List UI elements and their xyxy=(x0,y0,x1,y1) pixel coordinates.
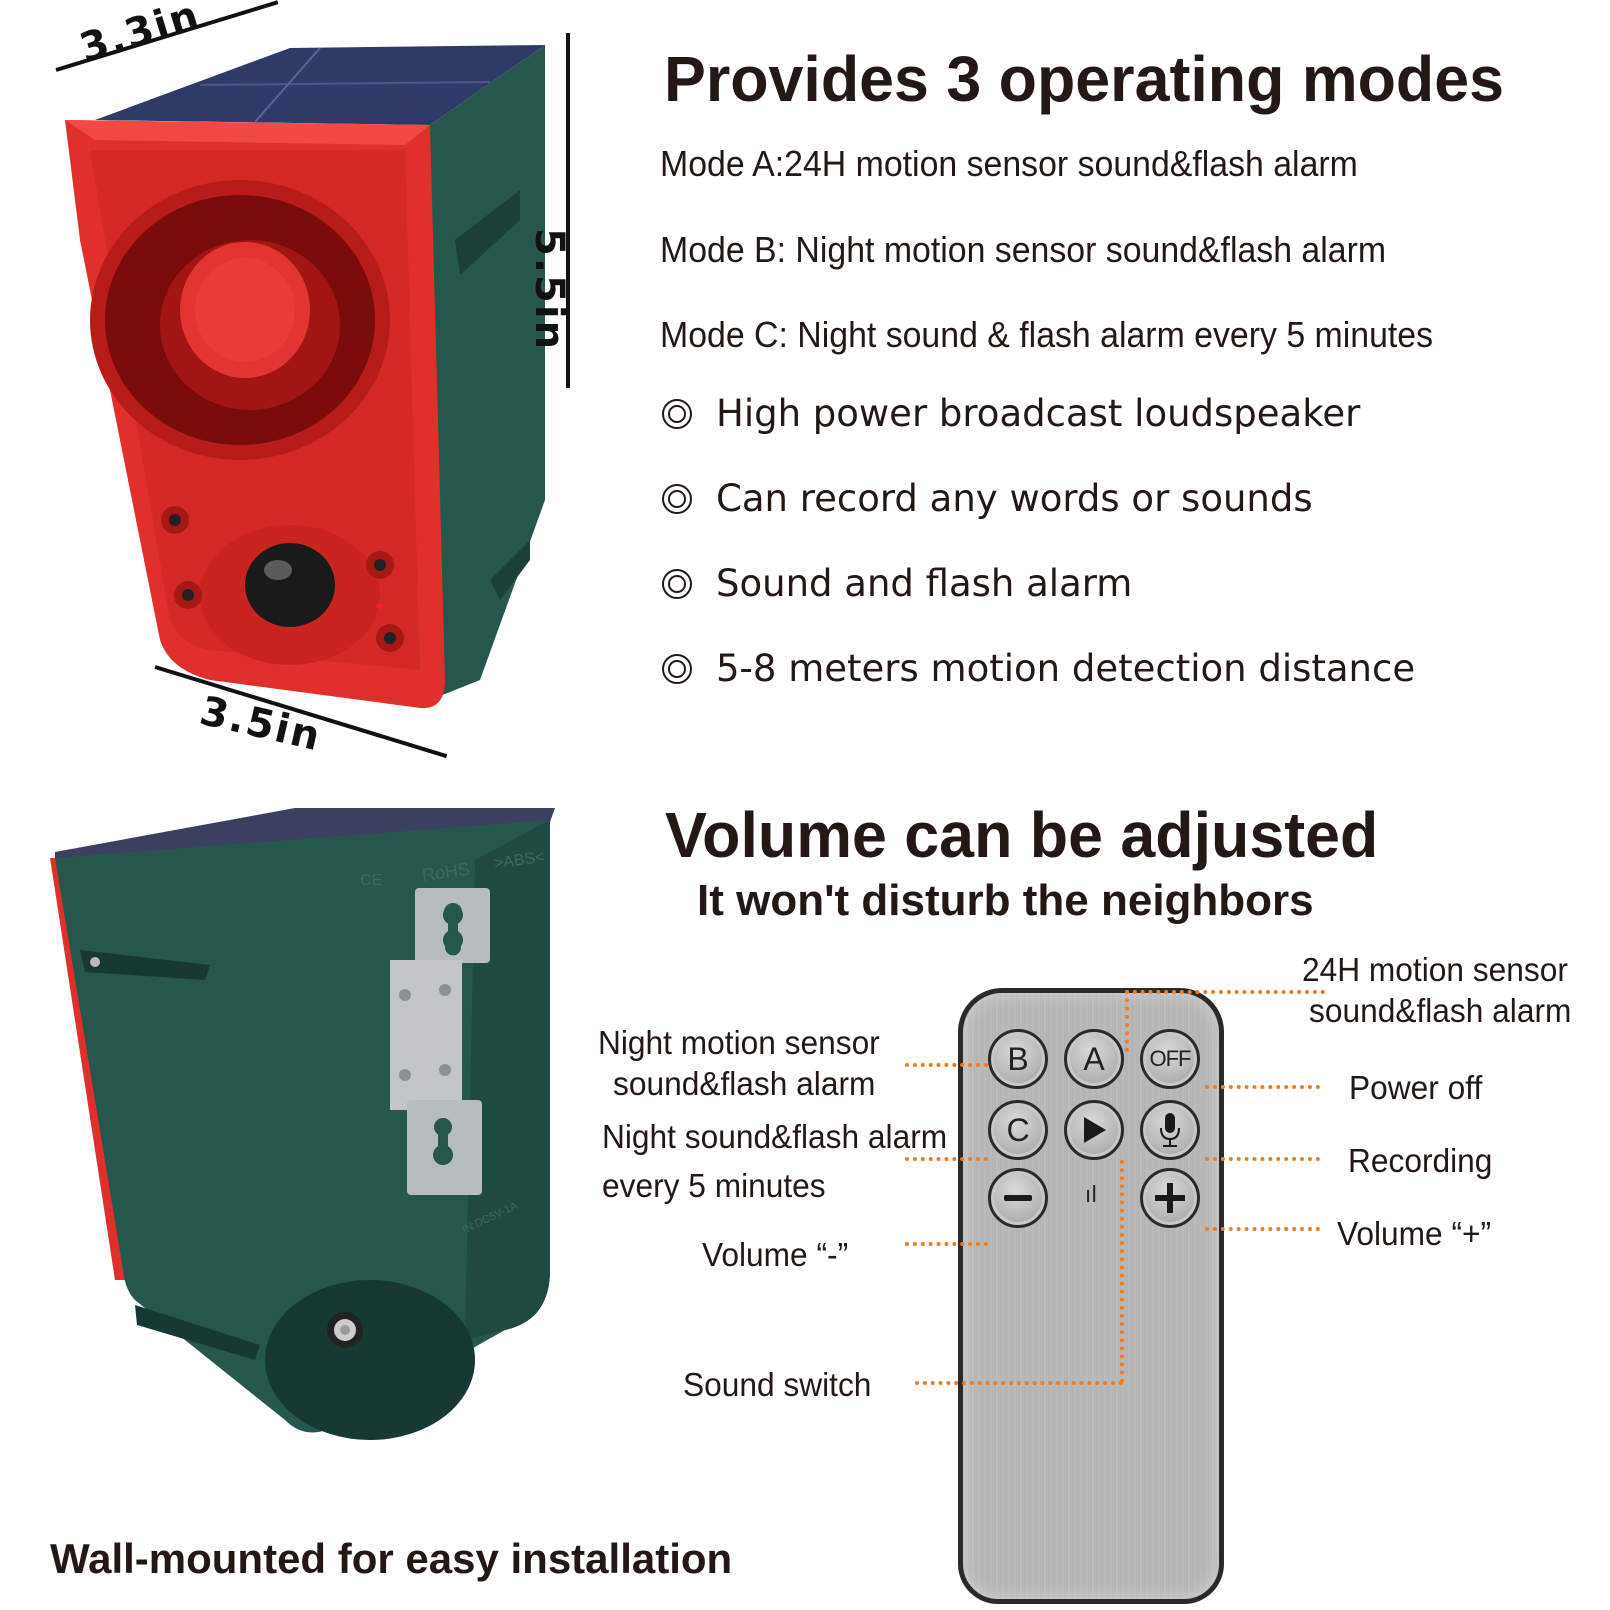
double-circle-bullet-icon xyxy=(662,653,692,684)
callout-b-line2: sound&flash alarm xyxy=(613,1065,876,1102)
wall-mount-caption: Wall-mounted for easy installation xyxy=(50,1535,733,1582)
remote-button-volume-minus[interactable] xyxy=(988,1168,1048,1228)
remote-control: B A OFF C ıl xyxy=(958,988,1224,1604)
callout-line-record xyxy=(1205,1157,1320,1161)
volume-subtitle: It won't disturb the neighbors xyxy=(697,876,1314,925)
feature-item: Sound and flash alarm xyxy=(662,562,1132,605)
callout-line-off xyxy=(1205,1085,1320,1089)
remote-button-b[interactable]: B xyxy=(988,1029,1048,1089)
double-circle-bullet-icon xyxy=(662,398,692,429)
callout-line-volume-minus xyxy=(905,1242,988,1246)
feature-item: 5-8 meters motion detection distance xyxy=(662,647,1415,690)
feature-text: High power broadcast loudspeaker xyxy=(716,392,1361,435)
mode-a-text: Mode A:24H motion sensor sound&flash ala… xyxy=(660,143,1358,184)
ce-marking: CE xyxy=(360,872,383,889)
callout-recording: Recording xyxy=(1348,1142,1493,1179)
remote-button-c[interactable]: C xyxy=(988,1100,1048,1160)
feature-text: 5-8 meters motion detection distance xyxy=(716,647,1416,690)
callout-line-sound-vertical xyxy=(1120,1160,1124,1383)
callout-line-c xyxy=(905,1157,988,1161)
double-circle-bullet-icon xyxy=(662,483,692,514)
signal-bars-icon: ıl xyxy=(1085,1183,1098,1208)
callout-b-line1: Night motion sensor xyxy=(598,1024,880,1061)
callout-sound-switch: Sound switch xyxy=(683,1366,872,1403)
remote-button-record[interactable] xyxy=(1140,1100,1200,1160)
callout-power-off: Power off xyxy=(1349,1069,1483,1106)
device-front-image xyxy=(60,40,560,730)
callout-c-line2: every 5 minutes xyxy=(602,1167,826,1204)
dimension-height-label: 5.5in xyxy=(526,228,572,352)
remote-button-play[interactable] xyxy=(1064,1100,1124,1160)
feature-item: Can record any words or sounds xyxy=(662,477,1313,520)
callout-a-line1: 24H motion sensor xyxy=(1302,951,1568,988)
remote-button-off[interactable]: OFF xyxy=(1140,1029,1200,1089)
microphone-icon xyxy=(1160,1113,1180,1147)
feature-text: Sound and flash alarm xyxy=(716,562,1133,605)
remote-button-a[interactable]: A xyxy=(1064,1029,1124,1089)
plus-icon xyxy=(1155,1183,1185,1213)
mode-b-text: Mode B: Night motion sensor sound&flash … xyxy=(660,229,1387,270)
callout-a-line2: sound&flash alarm xyxy=(1309,992,1572,1029)
callout-line-sound-horizontal xyxy=(915,1381,1123,1385)
dimension-line-height xyxy=(566,33,570,388)
volume-title: Volume can be adjusted xyxy=(665,799,1379,871)
feature-item: High power broadcast loudspeaker xyxy=(662,392,1360,435)
device-back-image xyxy=(45,800,565,1460)
play-icon xyxy=(1084,1117,1106,1143)
callout-volume-plus: Volume “+” xyxy=(1337,1215,1492,1252)
callout-volume-minus: Volume “-” xyxy=(702,1236,849,1273)
callout-line-a-vertical xyxy=(1125,990,1129,1052)
callout-line-a-horizontal xyxy=(1125,990,1325,994)
feature-text: Can record any words or sounds xyxy=(716,477,1313,520)
mode-c-text: Mode C: Night sound & flash alarm every … xyxy=(660,314,1434,355)
callout-line-b xyxy=(905,1063,988,1067)
modes-title: Provides 3 operating modes xyxy=(664,43,1504,115)
callout-c-line1: Night sound&flash alarm xyxy=(602,1118,948,1155)
minus-icon xyxy=(1004,1195,1032,1201)
callout-line-volume-plus xyxy=(1205,1227,1320,1231)
double-circle-bullet-icon xyxy=(662,568,692,599)
remote-button-volume-plus[interactable] xyxy=(1140,1168,1200,1228)
